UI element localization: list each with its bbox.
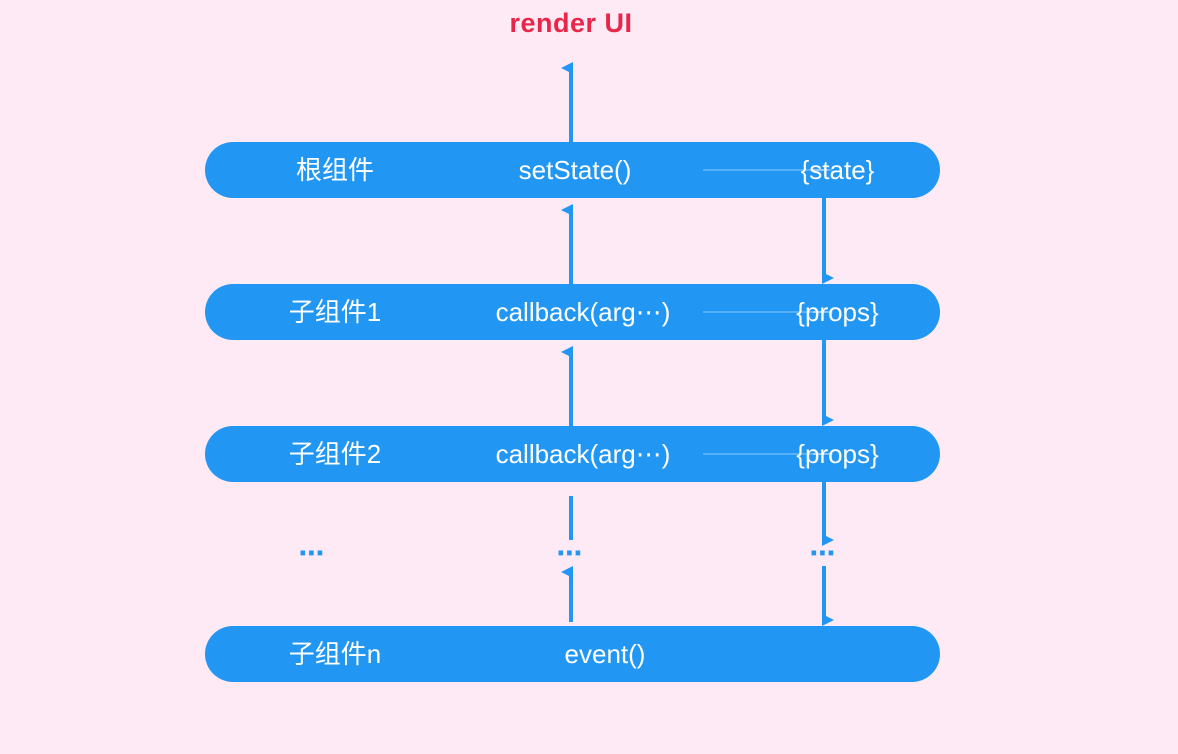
component-name-root: 根组件 bbox=[295, 155, 374, 185]
diagram-title: render UI bbox=[0, 8, 1178, 39]
diagram-title-text: render UI bbox=[509, 8, 633, 38]
state-object: {state} bbox=[800, 155, 875, 185]
row-root-component: 根组件 setState() {state} bbox=[205, 142, 940, 198]
props-object-1: {props} bbox=[796, 297, 879, 327]
method-event: event() bbox=[564, 639, 646, 669]
inner-arrow-props-2 bbox=[703, 453, 833, 455]
ellipsis-middle: ⋯ bbox=[556, 538, 586, 568]
component-name-child-1: 子组件1 bbox=[288, 297, 382, 327]
row-child-component-n: 子组件n event() bbox=[205, 626, 940, 682]
inner-arrow-state bbox=[703, 169, 833, 171]
ellipsis-right: ⋯ bbox=[809, 538, 839, 568]
row-child-component-2: 子组件2 callback(arg⋯) {props} bbox=[205, 426, 940, 482]
props-object-2: {props} bbox=[796, 439, 879, 469]
method-callback-2: callback(arg⋯) bbox=[495, 439, 671, 469]
component-name-child-2: 子组件2 bbox=[288, 439, 382, 469]
component-name-child-n: 子组件n bbox=[288, 639, 382, 669]
row-child-component-1: 子组件1 callback(arg⋯) {props} bbox=[205, 284, 940, 340]
inner-arrow-props-1 bbox=[703, 311, 833, 313]
ellipsis-left: ⋯ bbox=[298, 538, 328, 568]
method-setstate: setState() bbox=[518, 155, 632, 185]
method-callback-1: callback(arg⋯) bbox=[495, 297, 671, 327]
